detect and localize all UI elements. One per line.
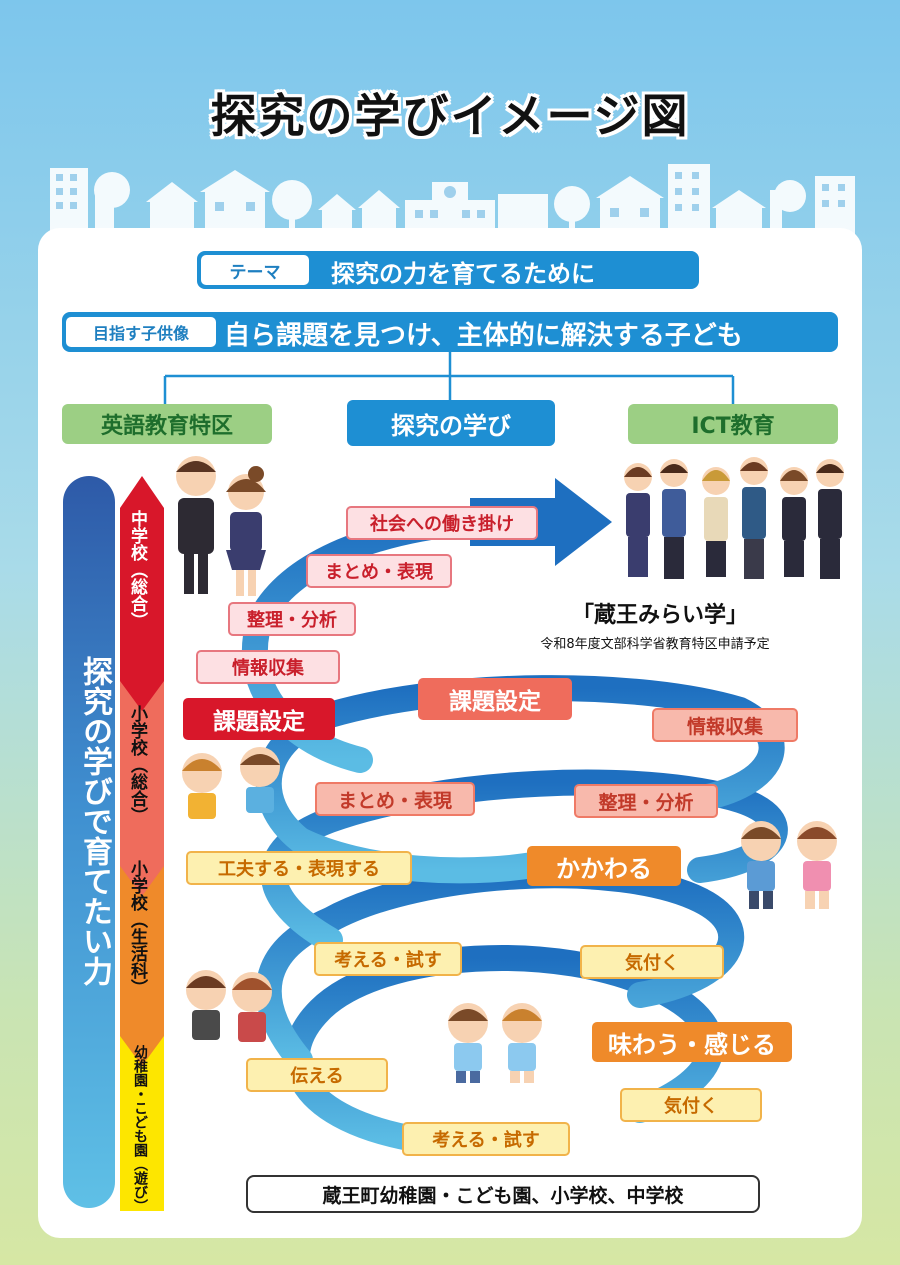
theme-text: 探究の力を育てるために — [331, 260, 595, 288]
label-social-engagement: 社会への働き掛け — [346, 506, 538, 540]
goal-bar: 目指す子供像 自ら課題を見つけ、主体的に解決する子ども — [62, 312, 838, 352]
junior-high-students-illustration — [176, 456, 266, 596]
stage-kindergarten: 幼稚園・こども園（遊び） — [132, 1045, 148, 1213]
label-life-think-try: 考える・試す — [314, 942, 462, 976]
zao-mirai-subtitle: 令和8年度文部科学省教育特区申請予定 — [540, 637, 770, 652]
branch-connectors — [163, 352, 735, 404]
zao-mirai-title: 「蔵王みらい学」 — [571, 603, 748, 628]
label-kg-convey: 伝える — [246, 1058, 388, 1092]
page-title: 探究の学びイメージ図 — [210, 89, 690, 143]
label-jhs-analysis: 整理・分析 — [228, 602, 356, 636]
branch-english-education: 英語教育特区 — [62, 404, 272, 444]
label-kg-notice: 気付く — [620, 1088, 762, 1122]
side-title: 探究の学びで育てたい力 — [77, 656, 112, 986]
goal-tag: 目指す子供像 — [66, 317, 216, 347]
branch-ict-education: ICT教育 — [628, 404, 838, 444]
label-es-summary: まとめ・表現 — [315, 782, 475, 816]
label-es-analysis: 整理・分析 — [574, 784, 718, 818]
first-graders-illustration — [186, 970, 272, 1042]
elementary-kids-jumping-illustration — [182, 747, 280, 819]
label-kg-think-try: 考える・試す — [402, 1122, 570, 1156]
label-jhs-issue-setting: 課題設定 — [183, 698, 335, 740]
stage-elementary-general: 小学校（総合） — [127, 705, 147, 824]
goal-text: 自ら課題を見つけ、主体的に解決する子ども — [224, 321, 743, 351]
elementary-kids-backpack-illustration — [741, 821, 837, 909]
label-es-info: 情報収集 — [652, 708, 798, 742]
stage-arrow — [120, 476, 164, 1211]
adults-illustration — [624, 457, 844, 579]
label-jhs-info: 情報収集 — [196, 650, 340, 684]
label-life-engage: かかわる — [527, 846, 681, 886]
label-es-issue-setting: 課題設定 — [418, 678, 572, 720]
kindergarten-kids-illustration — [448, 1003, 542, 1083]
stage-elementary-life: 小学校（生活科） — [127, 860, 147, 996]
stage-junior-high: 中学校（総合） — [127, 510, 147, 629]
label-life-notice: 気付く — [580, 945, 724, 979]
theme-tag: テーマ — [201, 255, 309, 285]
theme-bar: テーマ 探究の力を育てるために — [197, 251, 699, 289]
side-title-bar: 探究の学びで育てたい力 — [63, 476, 115, 1208]
schools-footer: 蔵王町幼稚園・こども園、小学校、中学校 — [246, 1175, 760, 1213]
label-jhs-summary: まとめ・表現 — [306, 554, 452, 588]
branch-inquiry-learning: 探究の学び — [347, 400, 555, 446]
label-life-express: 工夫する・表現する — [186, 851, 412, 885]
label-kg-feel: 味わう・感じる — [592, 1022, 792, 1062]
